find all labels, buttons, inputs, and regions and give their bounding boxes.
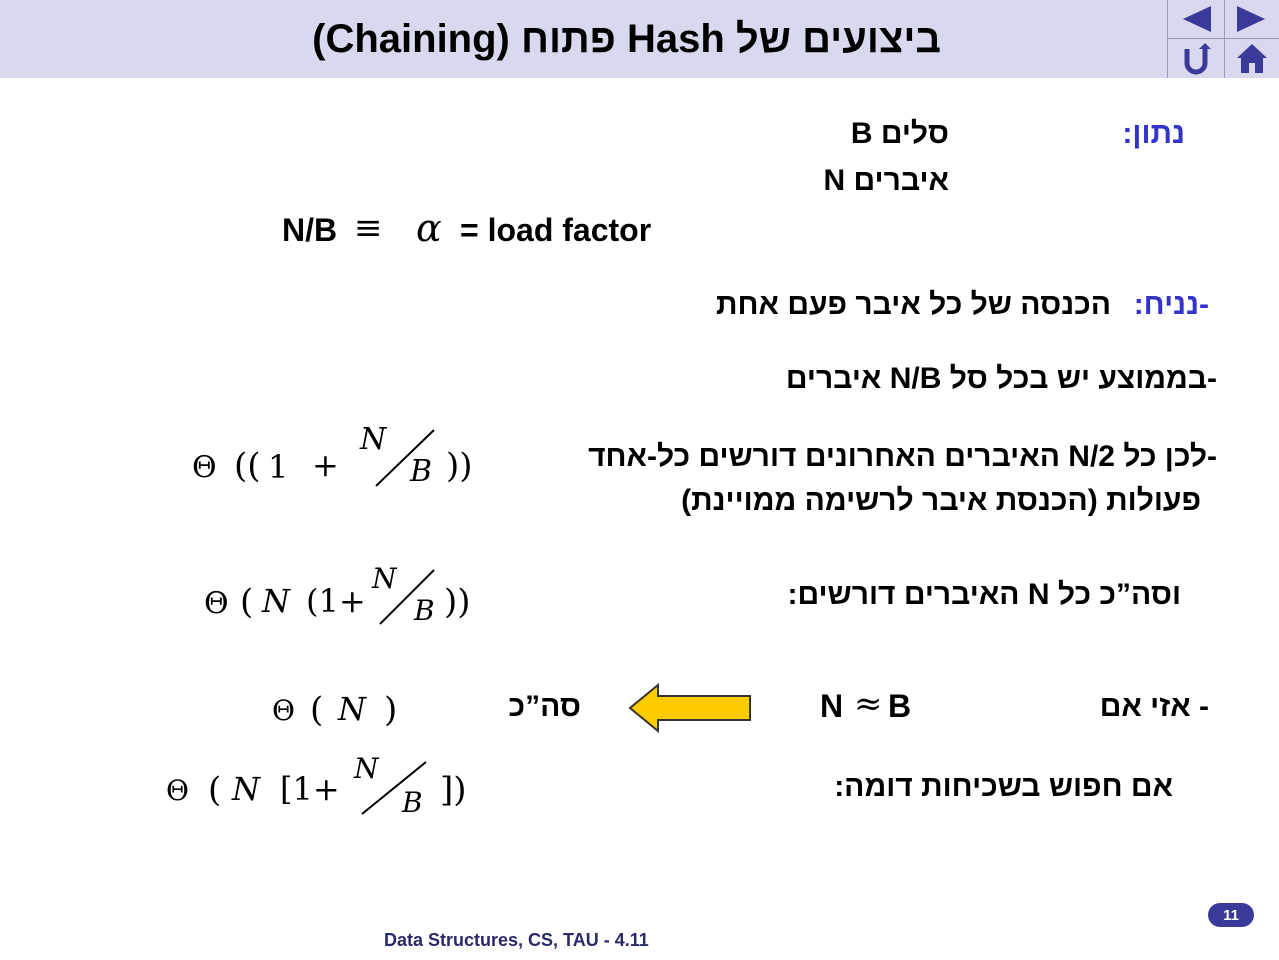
given-label: נתון: [1122,117,1185,150]
given-buckets: B סלים [850,117,949,150]
f4-n: N [232,770,260,808]
return-button[interactable] [1168,39,1224,77]
hence-line-1: -לכן כל N/2 האיברים האחרונים דורשים כל-א… [588,440,1217,473]
f2-n: N [262,582,290,620]
f3-open: ( [310,690,324,730]
hence-line-2: פעולות (הכנסת איבר לרשימה ממויינת) [681,484,1201,517]
f3-n: N [338,690,366,728]
given-items: N איברים [823,164,949,197]
home-icon [1237,44,1267,73]
nav-divider [1224,0,1225,78]
if-label: - אזי אם [1099,690,1209,723]
f1-denominator: B [410,454,433,489]
slide-title: ביצועים של Hash פתוח (Chaining) [312,17,941,61]
f4-open2: [1+ [280,770,340,808]
f2-fraction-slash [379,569,435,625]
f2-theta: Θ [204,586,229,621]
f1-theta: Θ [192,450,217,485]
title-bar: ביצועים של Hash פתוח (Chaining) [0,0,1279,78]
alpha-symbol: α [416,206,442,250]
f2-denominator: B [414,594,435,627]
f4-open: ( [208,770,222,810]
next-slide-button[interactable] [1224,0,1279,38]
total-short: סה”כ [508,690,581,723]
f2-open: ( [240,582,254,622]
total-line: וסה”כ כל N האיברים דורשים: [787,578,1182,611]
f2-numerator: N [372,562,397,595]
f1-plus: + [312,446,339,484]
average-line: -בממוצע יש בכל סל N/B איברים [785,362,1217,395]
nav-panel [1167,0,1279,78]
f4-denominator: B [402,786,423,819]
f4-fraction-slash [361,761,427,815]
f4-close: ]) [440,770,467,810]
assume-label: -נניח: [1133,288,1209,321]
approx-n: N [820,688,844,724]
footer-text: Data Structures, CS, TAU - 4.11 [384,930,649,950]
assume-text: הכנסה של כל איבר פעם אחת [716,288,1111,321]
f3-close: ) [384,690,398,730]
triangle-right-icon [1237,6,1265,32]
f3-theta: Θ [272,694,295,727]
f2-close: )) [444,582,471,622]
approx-b: B [888,688,912,724]
load-factor-label: = load factor [460,212,652,248]
f4-numerator: N [354,752,379,785]
f1-fraction-slash [375,429,435,487]
page-number-badge: 11 [1208,903,1254,927]
f1-close: )) [446,446,473,486]
search-line: אם חפוש בשכיחות דומה: [834,770,1173,803]
load-factor-nb: N/B [282,212,338,248]
f1-numerator: N [360,422,387,457]
nav-divider [1168,38,1279,39]
left-arrow-icon [628,683,751,733]
f2-open2: (1+ [306,582,366,620]
equiv-symbol: ≡ [354,208,383,248]
f4-theta: Θ [166,774,189,807]
return-arrow-icon [1184,43,1211,75]
home-button[interactable] [1224,39,1279,77]
f1-open: (( [234,446,261,486]
triangle-left-icon [1183,6,1211,32]
approx-symbol: ≈ [854,684,883,724]
f1-one: 1 [268,448,289,486]
prev-slide-button[interactable] [1168,0,1224,38]
